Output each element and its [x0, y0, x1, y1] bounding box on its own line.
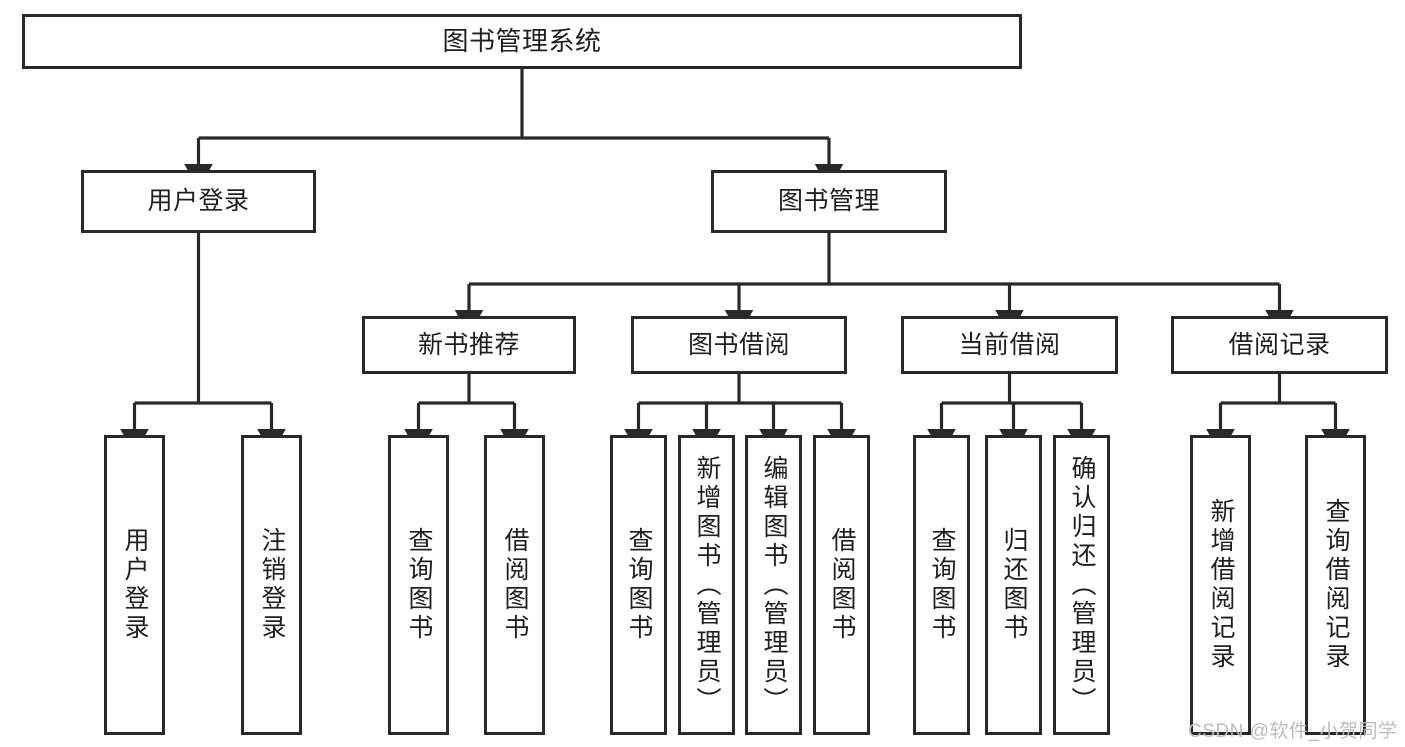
node-label: 图书管理系统 — [442, 25, 602, 56]
leaf-node-leaf-return-book[interactable]: 归还图书 — [985, 435, 1042, 735]
leaf-node-leaf-borrow-book-rec[interactable]: 借阅图书 — [484, 435, 545, 735]
leaf-node-leaf-query-borrow-record[interactable]: 查询借阅记录 — [1305, 435, 1366, 735]
node-label: 编辑图书（管理员） — [760, 454, 788, 716]
leaf-node-leaf-borrow-book[interactable]: 借阅图书 — [813, 435, 870, 735]
node-label: 查询图书 — [625, 527, 653, 643]
node-label: 归还图书 — [1000, 527, 1028, 643]
leaf-node-leaf-edit-book-admin[interactable]: 编辑图书（管理员） — [745, 435, 802, 735]
leaf-node-leaf-add-book-admin[interactable]: 新增图书（管理员） — [678, 435, 735, 735]
node-label: 确认归还（管理员） — [1068, 454, 1096, 716]
node-label: 借阅图书 — [501, 527, 529, 643]
branch-node-borrow-record[interactable]: 借阅记录 — [1171, 316, 1388, 374]
leaf-node-leaf-user-login[interactable]: 用户登录 — [104, 435, 165, 735]
node-label: 查询图书 — [928, 527, 956, 643]
leaf-node-leaf-user-logout[interactable]: 注销登录 — [241, 435, 302, 735]
node-label: 注销登录 — [258, 527, 286, 643]
branch-node-current-borrow[interactable]: 当前借阅 — [901, 316, 1118, 374]
node-label: 新增图书（管理员） — [693, 454, 721, 716]
node-label: 查询图书 — [405, 527, 433, 643]
node-label: 查询借阅记录 — [1322, 498, 1350, 672]
node-label: 新书推荐 — [417, 330, 520, 359]
watermark-label: CSDN @软件_小贺同学 — [1188, 721, 1398, 742]
node-label: 图书借阅 — [687, 330, 790, 359]
leaf-node-leaf-query-book-rec[interactable]: 查询图书 — [388, 435, 449, 735]
branch-node-book-manage[interactable]: 图书管理 — [711, 170, 947, 233]
node-label: 当前借阅 — [958, 330, 1061, 359]
branch-node-user-login[interactable]: 用户登录 — [81, 170, 316, 233]
leaf-node-leaf-query-book-cur[interactable]: 查询图书 — [913, 435, 970, 735]
leaf-node-leaf-confirm-return-admin[interactable]: 确认归还（管理员） — [1053, 435, 1110, 735]
leaf-node-leaf-query-book[interactable]: 查询图书 — [610, 435, 667, 735]
node-label: 新增借阅记录 — [1207, 498, 1235, 672]
node-label: 用户登录 — [147, 187, 250, 216]
node-label: 借阅记录 — [1228, 330, 1331, 359]
branch-node-book-borrow[interactable]: 图书借阅 — [631, 316, 847, 374]
node-label: 用户登录 — [121, 527, 149, 643]
leaf-node-leaf-add-borrow-record[interactable]: 新增借阅记录 — [1190, 435, 1251, 735]
node-label: 借阅图书 — [828, 527, 856, 643]
node-label: 图书管理 — [777, 187, 880, 216]
root-node-root[interactable]: 图书管理系统 — [22, 14, 1022, 69]
branch-node-new-book-rec[interactable]: 新书推荐 — [362, 316, 576, 374]
